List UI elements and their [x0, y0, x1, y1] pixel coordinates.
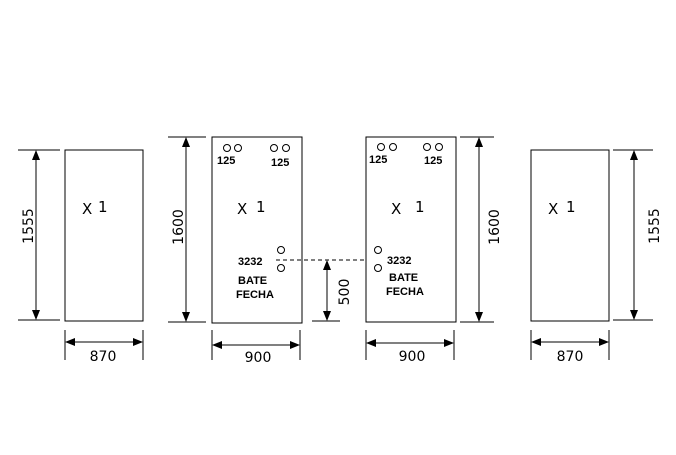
right-door-qty-number: 1	[415, 198, 425, 216]
right-door-hinge-hole	[389, 143, 397, 151]
left-door-hinge-hole	[282, 144, 290, 152]
left-door-hinge-hole	[270, 144, 278, 152]
right-panel-height-dimension: 1555	[613, 149, 663, 321]
right-door-outline	[365, 136, 457, 323]
right-door-lock-line2: FECHA	[386, 286, 424, 298]
left-door: 125 125 X 1 3232 BATE FECHA 1600 900	[168, 136, 303, 366]
right-door-qty-x: X	[391, 200, 401, 218]
handle-offset-dimension: 500	[276, 259, 374, 322]
right-door-hole-label-left: 125	[369, 154, 387, 166]
left-door-width-dimension: 900	[211, 330, 301, 366]
left-door-hinge-hole	[234, 144, 242, 152]
left-door-outline	[211, 136, 303, 324]
left-door-qty-number: 1	[256, 198, 266, 216]
right-panel-height-label: 1555	[647, 208, 663, 244]
right-door: 125 125 X 1 3232 BATE FECHA 1600 900	[365, 136, 503, 365]
left-panel-qty-number: 1	[98, 198, 108, 216]
right-door-lock-hole	[374, 264, 382, 272]
left-door-width-label: 900	[245, 350, 272, 366]
left-door-hole-label-right: 125	[271, 157, 289, 169]
right-panel-qty-x: X	[548, 200, 558, 218]
right-side-panel: X 1 1555 870	[530, 149, 663, 365]
right-door-height-dimension: 1600	[460, 136, 503, 323]
left-side-panel: X 1 1555 870	[18, 149, 144, 365]
left-panel-height-label: 1555	[21, 208, 37, 244]
right-door-hinge-hole	[377, 143, 385, 151]
left-door-qty-x: X	[237, 200, 247, 218]
left-door-hinge-hole	[223, 144, 231, 152]
left-panel-width-label: 870	[90, 349, 117, 365]
left-door-height-dimension: 1600	[168, 136, 206, 323]
left-door-hole-label-left: 125	[217, 155, 235, 167]
left-panel-outline	[64, 149, 144, 322]
right-door-lock-line1: BATE	[389, 272, 418, 284]
handle-offset-label: 500	[337, 279, 353, 306]
right-panel-width-label: 870	[557, 349, 584, 365]
left-panel-height-dimension: 1555	[18, 149, 60, 321]
right-door-width-dimension: 900	[365, 330, 455, 365]
left-door-height-label: 1600	[171, 209, 187, 245]
right-door-height-label: 1600	[487, 209, 503, 245]
right-door-width-label: 900	[399, 349, 426, 365]
right-door-lock-code: 3232	[387, 255, 411, 267]
right-door-hinge-hole	[423, 143, 431, 151]
right-panel-qty-number: 1	[566, 198, 576, 216]
right-panel-outline	[530, 149, 610, 322]
right-door-lock-hole	[374, 246, 382, 254]
right-panel-width-dimension: 870	[530, 330, 610, 365]
right-door-hole-label-right: 125	[424, 155, 442, 167]
left-door-lock-line2: FECHA	[236, 289, 274, 301]
left-door-lock-hole	[277, 264, 285, 272]
right-door-hinge-hole	[435, 143, 443, 151]
left-door-lock-code: 3232	[238, 256, 262, 268]
left-door-lock-hole	[277, 246, 285, 254]
left-panel-qty-x: X	[82, 200, 92, 218]
left-panel-width-dimension: 870	[64, 330, 144, 365]
left-door-lock-line1: BATE	[238, 275, 267, 287]
